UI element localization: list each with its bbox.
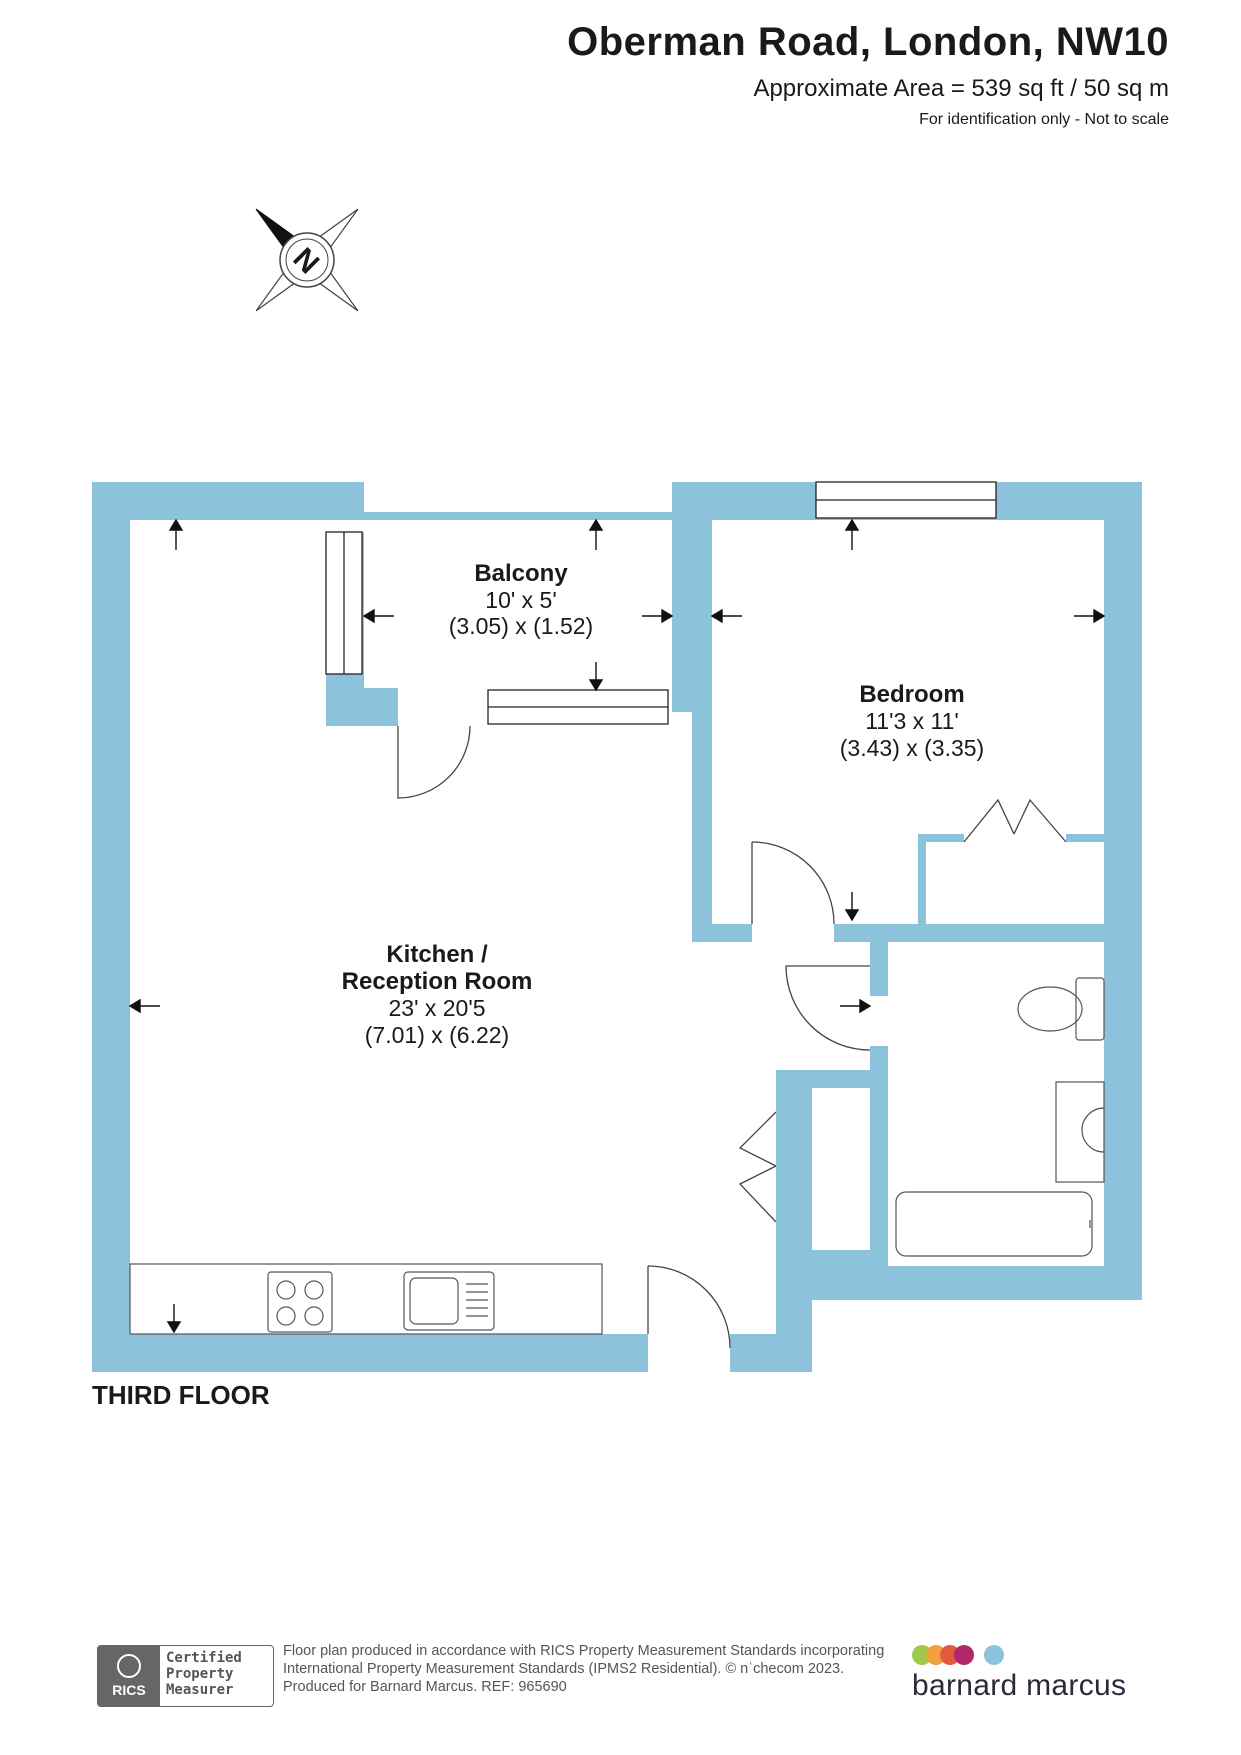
rics-crest-icon: [117, 1654, 141, 1678]
kitchen-name-line1: Kitchen /: [386, 941, 488, 968]
bedroom-name: Bedroom: [859, 681, 964, 708]
walls: [92, 482, 1142, 1372]
identification-note: For identification only - Not to scale: [919, 111, 1169, 128]
rics-line-certified: Certified: [166, 1650, 242, 1666]
kitchen-dim-imperial: 23' x 20'5: [388, 995, 485, 1021]
rics-logo: RICS: [98, 1646, 160, 1706]
footer-line-2: International Property Measurement Stand…: [283, 1661, 845, 1677]
footer-line-3: Produced for Barnard Marcus. REF: 965690: [283, 1679, 567, 1695]
floor-label: THIRD FLOOR: [92, 1380, 270, 1410]
bedroom-dim-metric: (3.43) x (3.35): [840, 735, 984, 761]
brand-logo: barnard marcus: [912, 1645, 1126, 1703]
balcony-dim-metric: (3.05) x (1.52): [449, 613, 593, 639]
bedroom-dim-imperial: 11'3 x 11': [865, 708, 959, 734]
balcony-label: Balcony 10' x 5' (3.05) x (1.52): [449, 560, 593, 639]
approximate-area: Approximate Area = 539 sq ft / 50 sq m: [753, 75, 1169, 102]
balcony-dim-imperial: 10' x 5': [485, 587, 556, 613]
rics-line-measurer: Measurer: [166, 1682, 234, 1698]
rics-badge-text: Certified Property Measurer: [160, 1646, 248, 1706]
bedroom-label: Bedroom 11'3 x 11' (3.43) x (3.35): [840, 681, 984, 761]
brand-dot-blue: [984, 1645, 1004, 1665]
footer-text: Floor plan produced in accordance with R…: [283, 1642, 884, 1696]
brand-name: barnard marcus: [912, 1669, 1127, 1702]
kitchen-dim-metric: (7.01) x (6.22): [365, 1022, 509, 1048]
bathroom-fittings: [895, 977, 1105, 1257]
header: Oberman Road, London, NW10 Approximate A…: [567, 20, 1169, 129]
kitchen-name-line2: Reception Room: [342, 968, 533, 995]
rics-logo-text: RICS: [112, 1682, 146, 1698]
dimension-arrows: [128, 518, 1106, 1334]
windows: [325, 481, 997, 725]
rics-badge: RICS Certified Property Measurer: [97, 1645, 274, 1707]
balcony-name: Balcony: [474, 560, 568, 587]
kitchen-label: Kitchen / Reception Room 23' x 20'5 (7.0…: [342, 941, 533, 1048]
compass-rose-icon: [255, 208, 359, 312]
rics-line-property: Property: [166, 1666, 234, 1682]
brand-dot-purple: [954, 1645, 974, 1665]
footer-line-1: Floor plan produced in accordance with R…: [283, 1643, 885, 1659]
property-title: Oberman Road, London, NW10: [567, 20, 1169, 64]
doors: [397, 725, 1067, 1349]
kitchen-units: [129, 1263, 603, 1335]
brand-dots: [912, 1645, 1126, 1665]
